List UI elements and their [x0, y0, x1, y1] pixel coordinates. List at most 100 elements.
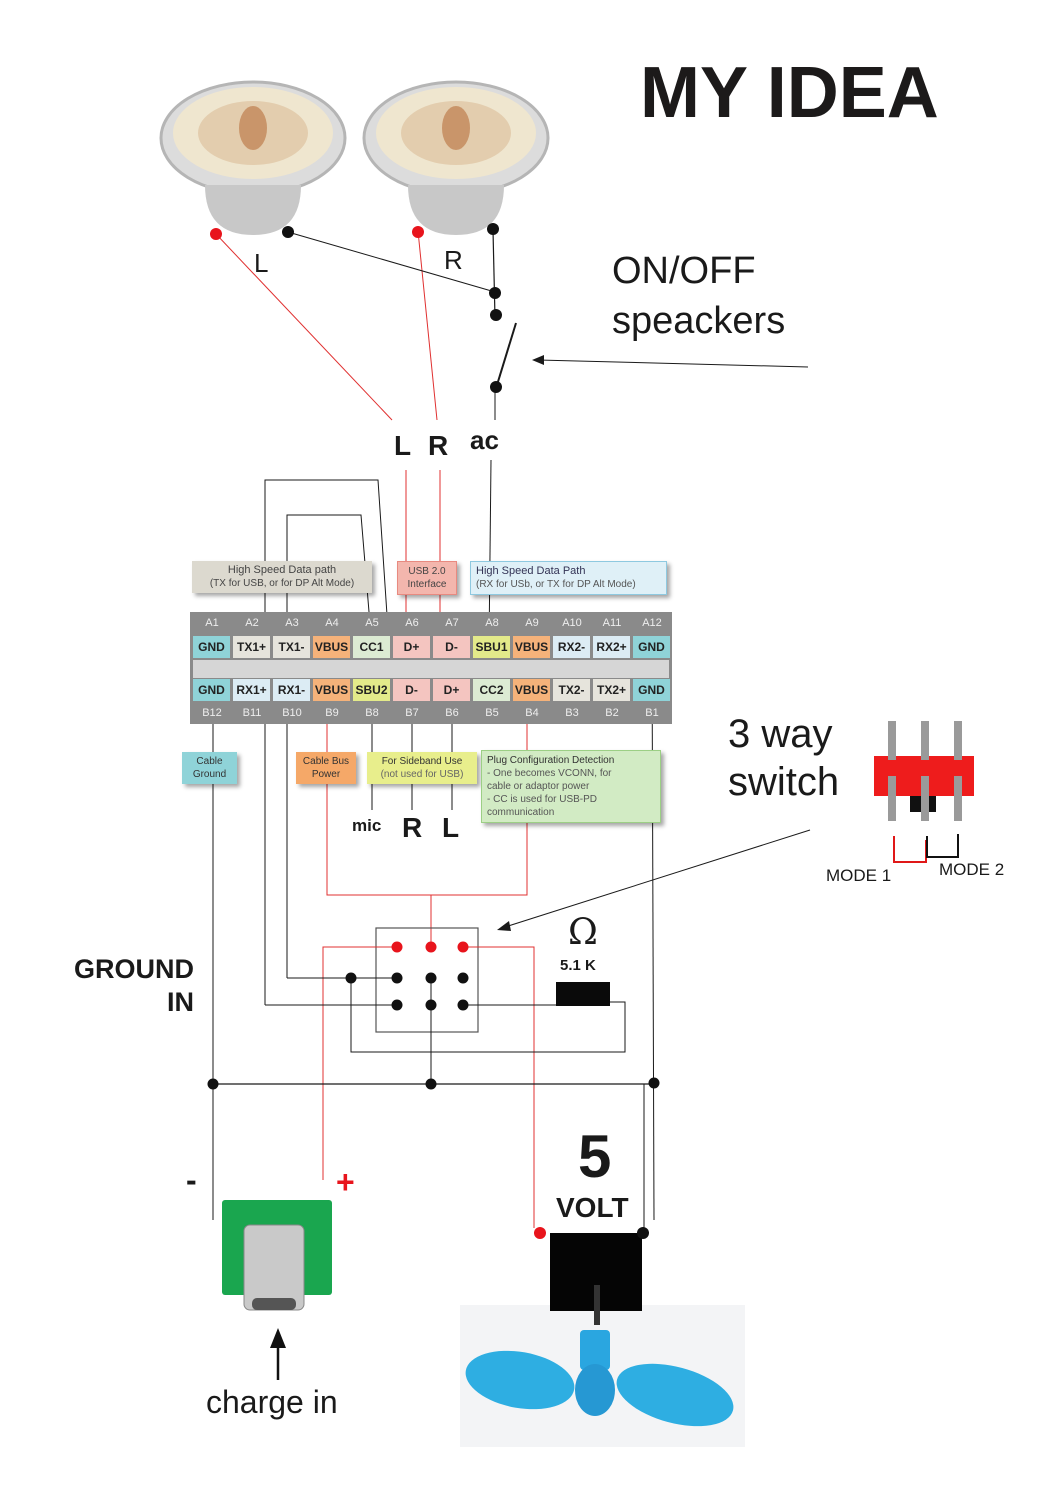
pin-number-top: A9	[525, 617, 539, 629]
pin-cell-top: TX1+	[233, 636, 270, 658]
right-speaker-image	[362, 80, 550, 235]
callout-plug-line2: cable or adaptor power	[487, 781, 590, 792]
fan-voltage-number: 5	[578, 1123, 612, 1190]
mode-1-label: MODE 1	[826, 866, 892, 885]
pin-cell-top: GND	[633, 636, 670, 658]
callout-hs-tx-title: High Speed Data path	[227, 564, 337, 576]
right-speaker-label: R	[444, 245, 463, 275]
callout-plug-line3: - CC is used for USB-PD	[487, 794, 598, 805]
callout-plug-line4: communication	[487, 807, 555, 818]
ohm-icon: Ω	[568, 912, 598, 953]
pin-cell-bottom: GND	[193, 679, 230, 701]
bottom-r-label: R	[402, 812, 423, 843]
pin-number-bottom: B1	[645, 707, 659, 719]
pin-cell-bottom: VBUS	[513, 679, 550, 701]
fan-image	[460, 1233, 745, 1447]
pin-number-bottom: B10	[282, 707, 302, 719]
pin-cell-top: RX2+	[593, 636, 630, 658]
ground-in-line2: IN	[167, 987, 194, 1017]
pin-number-top: A4	[325, 617, 339, 629]
pin-number-bottom: B6	[445, 707, 459, 719]
pin-cell-top: GND	[193, 636, 230, 658]
three-way-switch-label-line2: switch	[728, 760, 840, 804]
mic-label: mic	[352, 816, 382, 835]
pin-number-bottom: B8	[365, 707, 379, 719]
pin-divider-band	[193, 660, 669, 678]
mode-2-label: MODE 2	[939, 860, 1005, 879]
pin-cell-bottom: RX1+	[233, 679, 270, 701]
pin-cell-top: RX2-	[553, 636, 590, 658]
page-title: MY IDEA	[640, 53, 939, 133]
charge-in-label: charge in	[206, 1384, 338, 1420]
fan-voltage-unit: VOLT	[556, 1192, 629, 1223]
connector-r-label: R	[428, 430, 449, 461]
pin-cell-top: VBUS	[513, 636, 550, 658]
three-way-switch-label-line1: 3 way	[728, 712, 833, 756]
callout-sideband: For Sideband Use (not used for USB)	[367, 752, 477, 784]
plus-sign: +	[336, 1164, 355, 1200]
pin-number-top: A10	[562, 617, 582, 629]
pin-number-top: A5	[365, 617, 379, 629]
pin-number-bottom: B5	[485, 707, 499, 719]
connector-l-label: L	[394, 430, 412, 461]
callout-plug-config: Plug Configuration Detection - One becom…	[481, 750, 661, 823]
callout-usb2-sub: Interface	[407, 579, 447, 590]
pin-cell-top: SBU1	[473, 636, 510, 658]
callout-usb2: USB 2.0 Interface	[397, 561, 457, 595]
callout-hs-tx-sub: (TX for USB, or for DP Alt Mode)	[209, 578, 355, 589]
pin-number-top: A3	[285, 617, 299, 629]
pin-number-bottom: B3	[565, 707, 579, 719]
pin-number-top: A11	[602, 617, 622, 629]
pin-cell-bottom: D+	[433, 679, 470, 701]
pin-cell-bottom: GND	[633, 679, 670, 701]
callout-cable-ground: Cable Ground	[182, 752, 237, 784]
callout-sideband-sub: (not used for USB)	[380, 769, 464, 780]
callout-cable-ground-line2: Ground	[192, 769, 227, 780]
three-way-switch-image	[874, 721, 974, 863]
pin-number-bottom: B11	[242, 707, 262, 719]
connector-ac-label: ac	[470, 425, 499, 455]
callout-hs-rx-sub: (RX for USb, or TX for DP Alt Mode)	[476, 579, 636, 590]
callout-hs-tx: High Speed Data path (TX for USB, or for…	[192, 561, 372, 593]
callout-cable-bus-line1: Cable Bus	[302, 756, 350, 767]
callout-cable-bus-line2: Power	[311, 769, 341, 780]
resistor-value: 5.1 K	[560, 957, 596, 974]
pin-cell-top: D-	[433, 636, 470, 658]
callout-sideband-title: For Sideband Use	[381, 756, 463, 767]
callout-plug-line1: - One becomes VCONN, for	[487, 768, 612, 779]
pin-cell-bottom: VBUS	[313, 679, 350, 701]
callout-cable-bus-power: Cable Bus Power	[296, 752, 356, 784]
minus-sign: -	[186, 1162, 197, 1198]
pin-cell-top: D+	[393, 636, 430, 658]
left-speaker-label: L	[254, 248, 269, 278]
pin-cell-top: VBUS	[313, 636, 350, 658]
callout-hs-rx: High Speed Data Path (RX for USb, or TX …	[470, 561, 667, 595]
ground-in-line1: GROUND	[74, 954, 194, 984]
pin-number-top: A8	[485, 617, 499, 629]
pin-cell-bottom: TX2+	[593, 679, 630, 701]
pin-number-bottom: B2	[605, 707, 619, 719]
pin-number-bottom: B9	[325, 707, 339, 719]
left-speaker-image	[159, 80, 347, 235]
bottom-l-label: L	[442, 812, 460, 843]
callout-plug-title: Plug Configuration Detection	[487, 755, 615, 766]
callout-hs-rx-title: High Speed Data Path	[476, 565, 586, 577]
pin-cell-top: CC1	[353, 636, 390, 658]
pin-cell-top: TX1-	[273, 636, 310, 658]
pin-cell-bottom: SBU2	[353, 679, 390, 701]
pin-number-top: A1	[205, 617, 219, 629]
pin-cell-bottom: D-	[393, 679, 430, 701]
pin-number-bottom: B7	[405, 707, 419, 719]
pin-number-bottom: B12	[202, 707, 222, 719]
callout-cable-ground-line1: Cable	[196, 756, 223, 767]
pin-number-top: A12	[642, 617, 662, 629]
speaker-switch-label-line2: speackers	[612, 300, 786, 342]
pin-cell-bottom: CC2	[473, 679, 510, 701]
pin-number-top: A2	[245, 617, 259, 629]
pin-cell-bottom: TX2-	[553, 679, 590, 701]
pin-number-bottom: B4	[525, 707, 539, 719]
callout-usb2-title: USB 2.0	[408, 566, 446, 577]
speaker-switch-label-line1: ON/OFF	[612, 250, 756, 292]
